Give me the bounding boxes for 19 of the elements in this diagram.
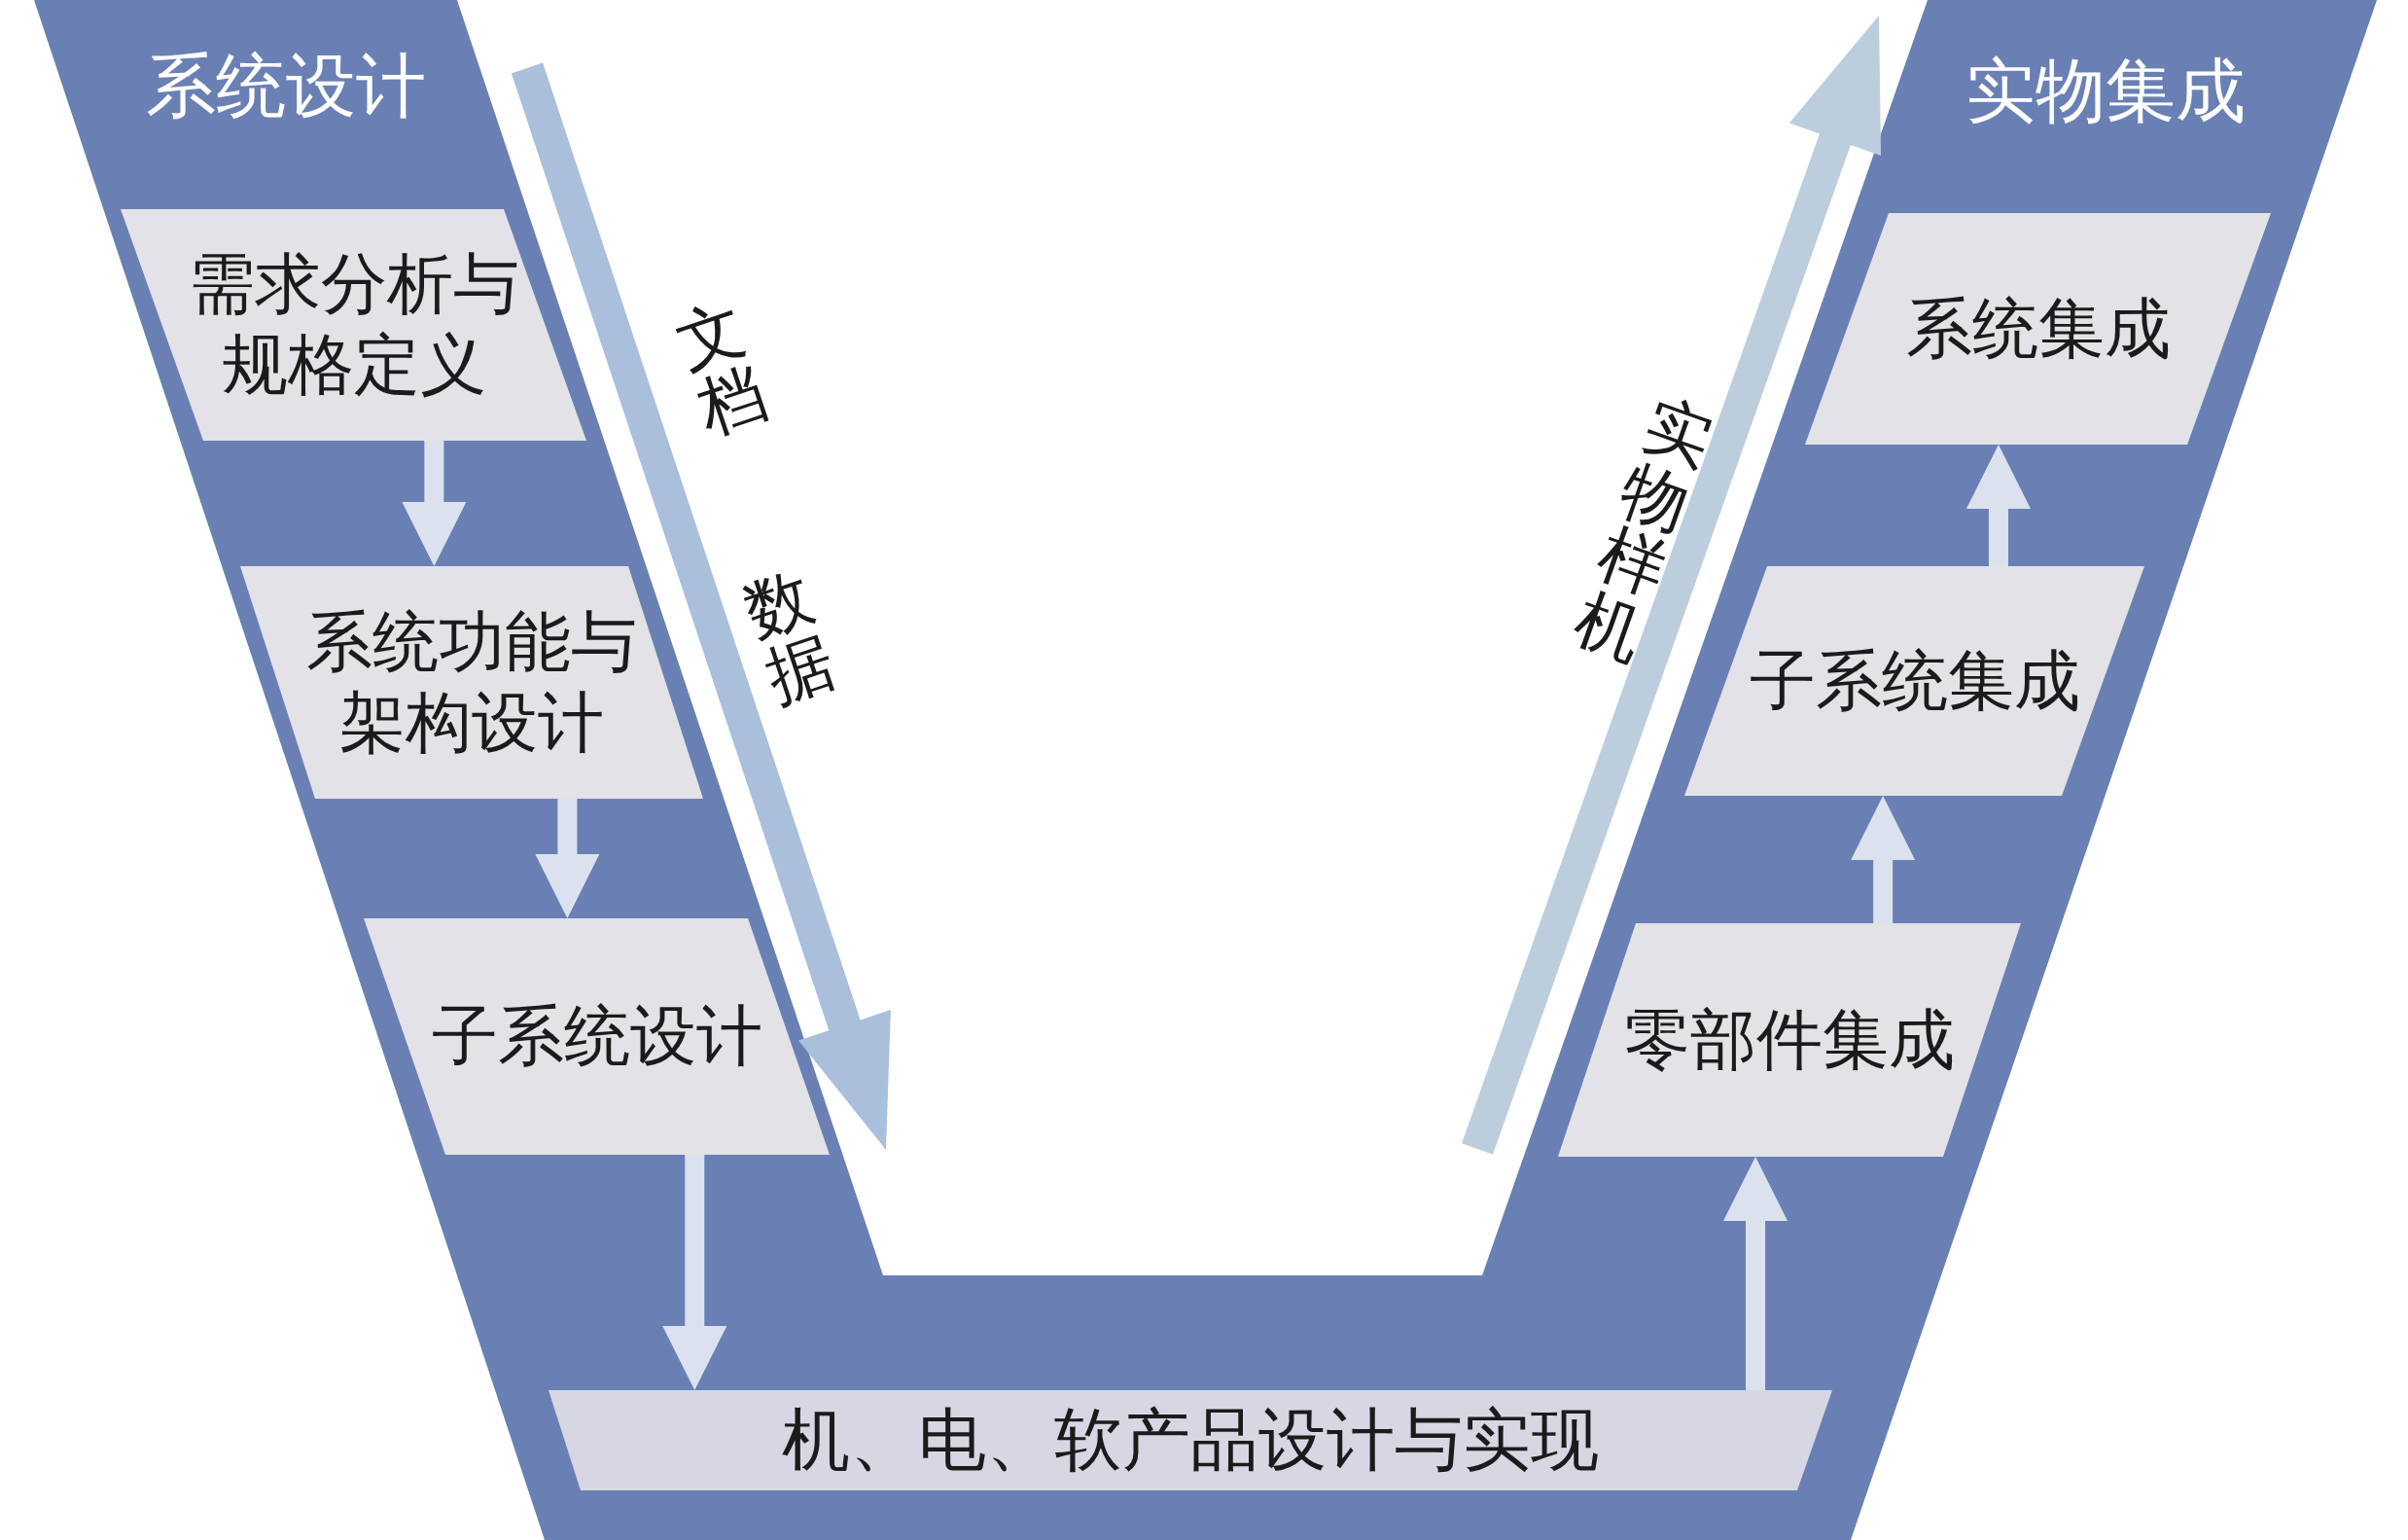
arrow: [1965, 445, 2031, 566]
band-heading: 实物集成: [1965, 54, 2246, 131]
process-box: 子系统设计: [364, 918, 830, 1155]
phase-band: [1482, 0, 2377, 1275]
process-box: 零部件集成: [1558, 923, 2021, 1157]
arrow: [535, 799, 600, 918]
arrow: [1851, 796, 1916, 923]
arrow: [1723, 1157, 1788, 1390]
phase-band: [34, 0, 883, 1275]
band-heading: 系统设计: [146, 49, 426, 126]
process-box: 系统功能与架构设计: [240, 566, 703, 799]
arrow-label: 文档: [668, 293, 775, 445]
process-box: 子系统集成: [1684, 566, 2144, 796]
process-box: 系统集成: [1805, 213, 2271, 445]
arrow: [402, 441, 467, 566]
arrow-label: 数据: [736, 561, 843, 713]
process-box: 机、电、软产品设计与实现: [549, 1390, 1832, 1490]
arrow: [662, 1155, 727, 1390]
process-box: 需求分析与规格定义: [121, 209, 586, 441]
